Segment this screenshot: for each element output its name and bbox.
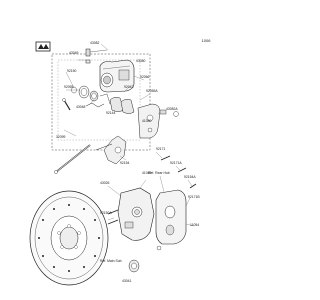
lower-caliper-part: [155, 189, 187, 251]
label-43026: 43026: [100, 181, 110, 185]
brake-disc-part: [29, 190, 109, 286]
lower-bracket-part: [117, 187, 155, 241]
label-32099: 32099: [56, 135, 66, 139]
label-43049: 43049: [69, 51, 79, 55]
label-92055a: 92055A: [146, 89, 158, 93]
label-92150: 92150: [67, 69, 77, 73]
parts-diagram: 1006: [29, 38, 212, 286]
label-43048: 43048: [76, 105, 86, 109]
label-92055: 92055: [64, 85, 74, 89]
label-43041: 43041: [122, 279, 132, 283]
rear-brake-exploded-view: 1006: [29, 38, 212, 286]
mounting-bolts-part: [160, 155, 197, 189]
caliper-body-part: [99, 59, 135, 93]
pad-spring-part: [85, 102, 105, 108]
label-92171: 92171: [156, 147, 166, 151]
pad-pin-part: [62, 98, 71, 111]
kawasaki-logo-icon: [35, 41, 51, 52]
diagram-code: 1006: [202, 38, 212, 43]
label-92043: 92043: [124, 85, 134, 89]
caliper-assembly-box: [51, 53, 151, 151]
note-ref-rear-hub: Ref. Rear Hub: [148, 171, 170, 175]
label-43082: 43082: [90, 41, 100, 45]
label-92171b: 92171B: [188, 195, 200, 199]
label-92150a: 92150A: [100, 211, 112, 215]
collar-part: [128, 259, 140, 273]
caliper-bracket-part: [137, 103, 179, 139]
label-92154: 92154: [120, 161, 130, 165]
leader-lines: [63, 43, 195, 227]
label-43080: 43080: [136, 59, 146, 63]
part-labels: 43082 43049 92150 92055 43048 43080 9206…: [56, 41, 200, 283]
disc-bolts-part: [107, 209, 119, 225]
torque-rod-part: [54, 144, 91, 174]
label-92171a: 92171A: [170, 161, 182, 165]
label-92154a: 92154A: [184, 175, 196, 179]
label-11054: 11054: [190, 223, 199, 227]
label-92066: 92066: [140, 75, 150, 79]
label-41080: 41080: [142, 119, 152, 123]
note-ref-main-sub: Ref. Main Sub: [100, 259, 122, 263]
torque-link-part: [95, 135, 127, 165]
brake-pad-parts: [99, 93, 135, 114]
piston-seal-parts: [71, 85, 99, 102]
label-43082a: 43082A: [166, 107, 178, 111]
label-41049: 41049: [142, 171, 152, 175]
label-92144: 92144: [106, 111, 116, 115]
bleed-valve-part: [85, 48, 108, 64]
